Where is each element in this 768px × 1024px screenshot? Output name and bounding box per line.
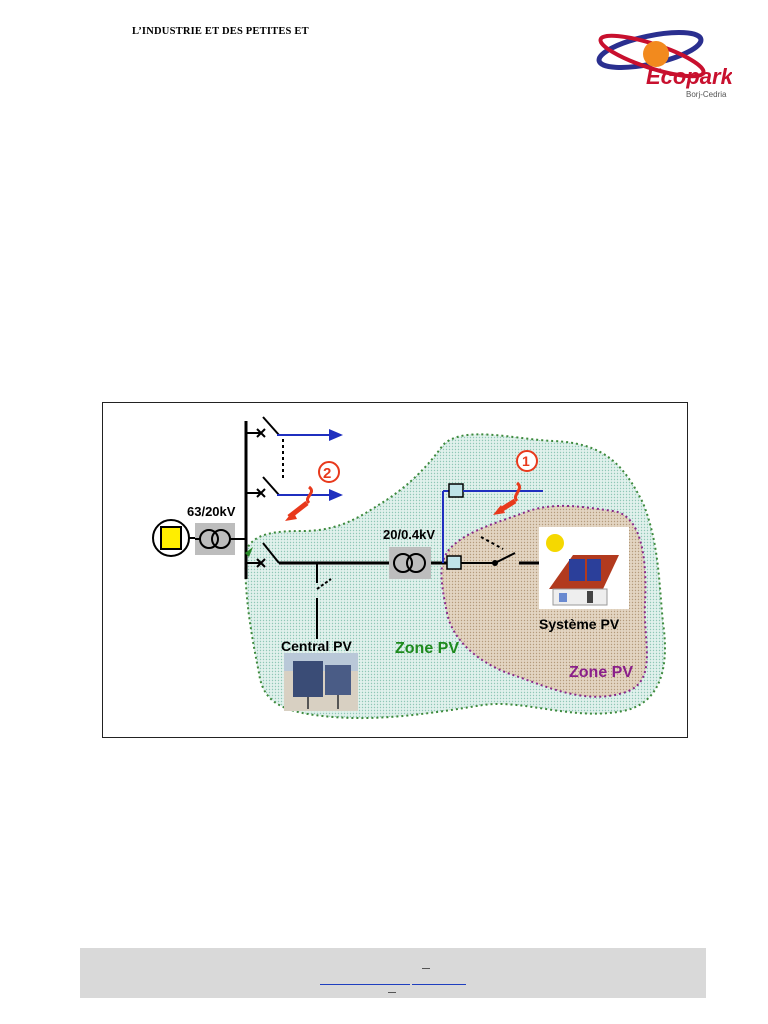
substation-transformer-label: 63/20kV (187, 504, 236, 519)
pv-zone-diagram: 63/20kV 2 20/0.4kV (102, 402, 688, 738)
page-footer (80, 948, 706, 998)
footer-mark-bottom (388, 992, 396, 993)
fault-1-marker: 1 (522, 453, 530, 469)
lv-junction-box (446, 555, 462, 570)
page-header-title: L’INDUSTRIE ET DES PETITES ET (132, 26, 309, 37)
distribution-transformer-label: 20/0.4kV (383, 527, 435, 542)
footer-link-1[interactable] (320, 984, 410, 985)
ecopark-logo: Ecopark Borj-Cedria (596, 30, 732, 99)
fault-1-lightning (514, 481, 521, 503)
central-pv-image (284, 653, 358, 711)
substation-transformer-box (195, 523, 235, 555)
fault-2-marker: 2 (323, 465, 331, 482)
central-pv-label: Central PV (281, 638, 352, 654)
footer-link-2[interactable] (412, 984, 466, 985)
svg-text:Borj-Cedria: Borj-Cedria (686, 90, 727, 99)
zone-pv-outer-label: Zone PV (395, 640, 459, 657)
system-pv-label: Système PV (539, 616, 620, 632)
fault-2-lightning (306, 485, 313, 505)
footer-mark-top (422, 968, 430, 969)
lv-feeder-box (448, 483, 464, 498)
svg-text:Ecopark: Ecopark (646, 64, 732, 89)
system-pv-image (539, 527, 629, 609)
zone-pv-inner-label: Zone PV (569, 664, 633, 681)
